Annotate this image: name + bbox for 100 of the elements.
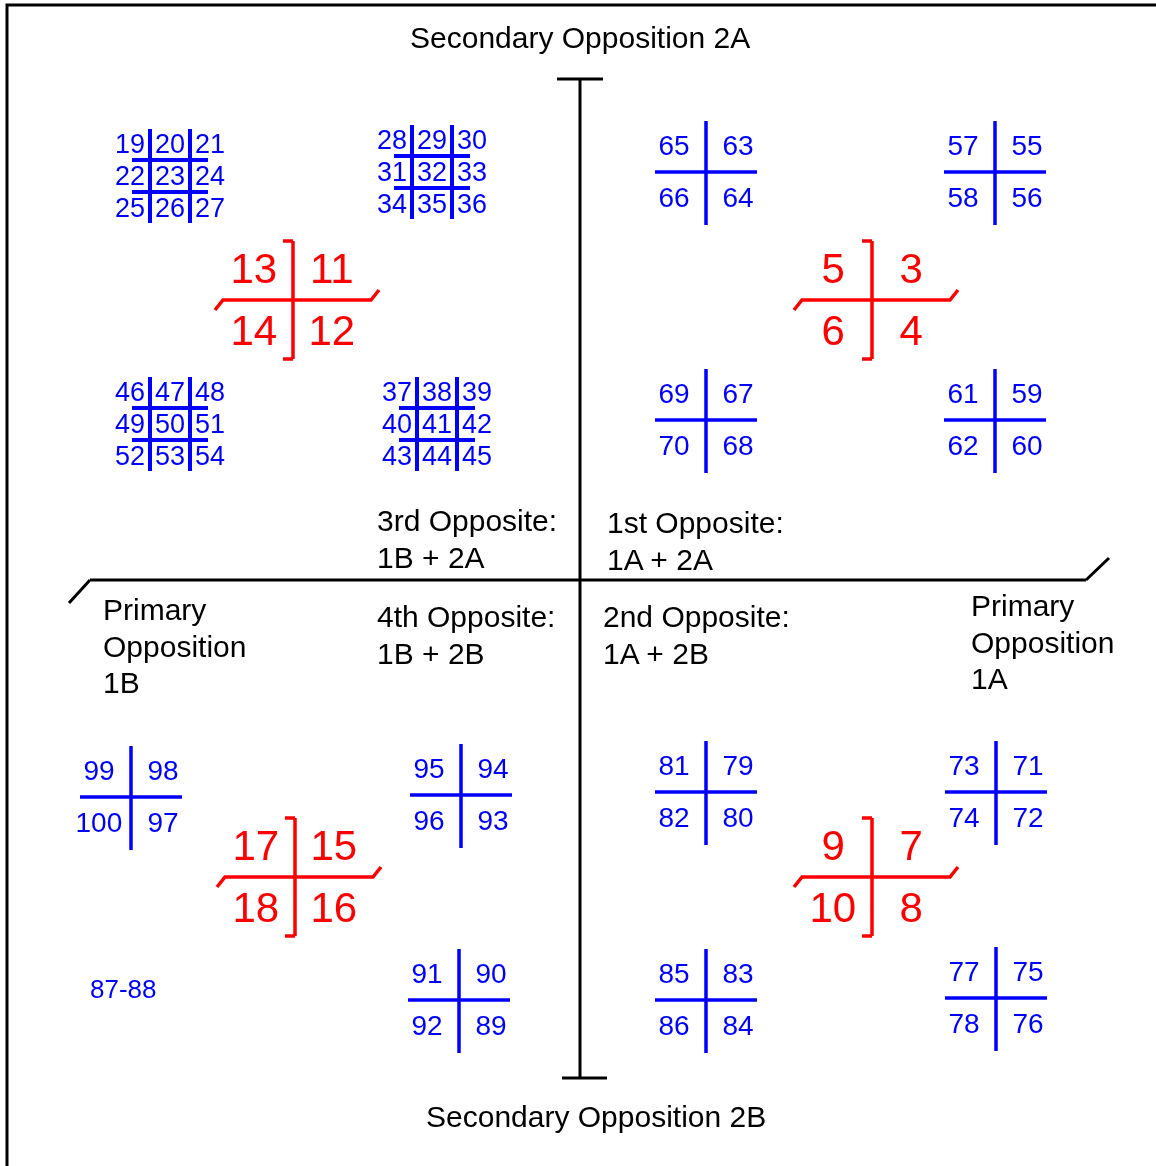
grid-number: 40 [382, 410, 413, 438]
quadrant-label: 1st Opposite: 1A + 2A [607, 505, 785, 578]
grid-number: 25 [115, 194, 146, 222]
grid-number: 22 [115, 162, 146, 190]
axis-label: Secondary Opposition 2B [426, 1099, 767, 1135]
grid-number: 54 [195, 442, 226, 470]
grid-number: 6 [821, 310, 845, 352]
grid-number: 59 [1011, 380, 1043, 408]
grid-number: 53 [155, 442, 186, 470]
grid-number: 45 [462, 442, 493, 470]
grid-number: 74 [948, 804, 980, 832]
grid-number: 75 [1012, 958, 1044, 986]
grid-number: 71 [1012, 752, 1044, 780]
grid-number: 34 [377, 190, 408, 218]
grid-number: 5 [821, 248, 845, 290]
grid-number: 86 [658, 1012, 690, 1040]
grid-number: 49 [115, 410, 146, 438]
grid-number: 47 [155, 378, 186, 406]
grid-number: 4 [899, 310, 923, 352]
grid-number: 63 [722, 132, 754, 160]
grid-number: 18 [232, 887, 280, 929]
grid-number: 96 [413, 807, 445, 835]
grid-number: 36 [457, 190, 488, 218]
grid-number: 30 [457, 126, 488, 154]
grid-number: 65 [658, 132, 690, 160]
grid-number: 38 [422, 378, 453, 406]
grid-number: 24 [195, 162, 226, 190]
grid-number: 58 [947, 184, 979, 212]
grid-number: 16 [310, 887, 358, 929]
axis-label: Primary Opposition 1B [103, 592, 248, 702]
grid-number: 92 [411, 1012, 443, 1040]
grid-number: 64 [722, 184, 754, 212]
grid-number: 32 [417, 158, 448, 186]
grid-number: 81 [658, 752, 690, 780]
grid-number: 95 [413, 755, 445, 783]
grid-number: 28 [377, 126, 408, 154]
grid-number: 39 [462, 378, 493, 406]
grid-number: 57 [947, 132, 979, 160]
grid-number: 35 [417, 190, 448, 218]
axis-label: Primary Opposition 1A [971, 588, 1116, 698]
grid-number: 26 [155, 194, 186, 222]
grid-number: 14 [230, 310, 278, 352]
grid-number: 41 [422, 410, 453, 438]
grid-number: 8 [899, 887, 923, 929]
grid-number: 46 [115, 378, 146, 406]
grid-number: 77 [948, 958, 980, 986]
grid-number: 21 [195, 130, 226, 158]
grid-number: 80 [722, 804, 754, 832]
grid-number: 17 [232, 825, 280, 867]
quadrant-label: 4th Opposite: 1B + 2B [377, 599, 557, 672]
grid-number: 20 [155, 130, 186, 158]
grid-number: 48 [195, 378, 226, 406]
grid-number: 98 [147, 757, 179, 785]
grid-number: 12 [308, 310, 356, 352]
grid-number: 52 [115, 442, 146, 470]
grid-number: 9 [821, 825, 845, 867]
grid-number: 23 [155, 162, 186, 190]
grid-number: 90 [475, 960, 507, 988]
grid-number: 100 [75, 809, 123, 837]
grid-number: 67 [722, 380, 754, 408]
grid-number: 60 [1011, 432, 1043, 460]
grid-number: 61 [947, 380, 979, 408]
grid-number: 89 [475, 1012, 507, 1040]
grid-number: 55 [1011, 132, 1043, 160]
grid-number: 83 [722, 960, 754, 988]
grid-number: 15 [310, 825, 358, 867]
grid-number: 70 [658, 432, 690, 460]
grid-number: 94 [477, 755, 509, 783]
grid-number: 84 [722, 1012, 754, 1040]
grid-number: 3 [899, 248, 923, 290]
grid-number: 11 [310, 248, 354, 290]
grid-number: 7 [899, 825, 923, 867]
grid-number: 43 [382, 442, 413, 470]
grid-number: 37 [382, 378, 413, 406]
grid-number: 87-88 [90, 974, 158, 1006]
grid-number: 50 [155, 410, 186, 438]
grid-number: 79 [722, 752, 754, 780]
grid-number: 66 [658, 184, 690, 212]
grid-number: 33 [457, 158, 488, 186]
grid-number: 13 [230, 248, 278, 290]
grid-number: 29 [417, 126, 448, 154]
grid-number: 93 [477, 807, 509, 835]
grid-number: 68 [722, 432, 754, 460]
grid-number: 72 [1012, 804, 1044, 832]
grid-number: 91 [411, 960, 443, 988]
grid-number: 78 [948, 1010, 980, 1038]
grid-number: 73 [948, 752, 980, 780]
grid-number: 76 [1012, 1010, 1044, 1038]
grid-number: 97 [147, 809, 179, 837]
grid-number: 42 [462, 410, 493, 438]
grid-number: 69 [658, 380, 690, 408]
grid-number: 44 [422, 442, 453, 470]
quadrant-label: 2nd Opposite: 1A + 2B [603, 599, 791, 672]
grid-number: 62 [947, 432, 979, 460]
grid-number: 85 [658, 960, 690, 988]
grid-number: 31 [377, 158, 408, 186]
grid-number: 27 [195, 194, 226, 222]
grid-number: 19 [115, 130, 146, 158]
grid-number: 82 [658, 804, 690, 832]
quadrant-label: 3rd Opposite: 1B + 2A [377, 503, 559, 576]
